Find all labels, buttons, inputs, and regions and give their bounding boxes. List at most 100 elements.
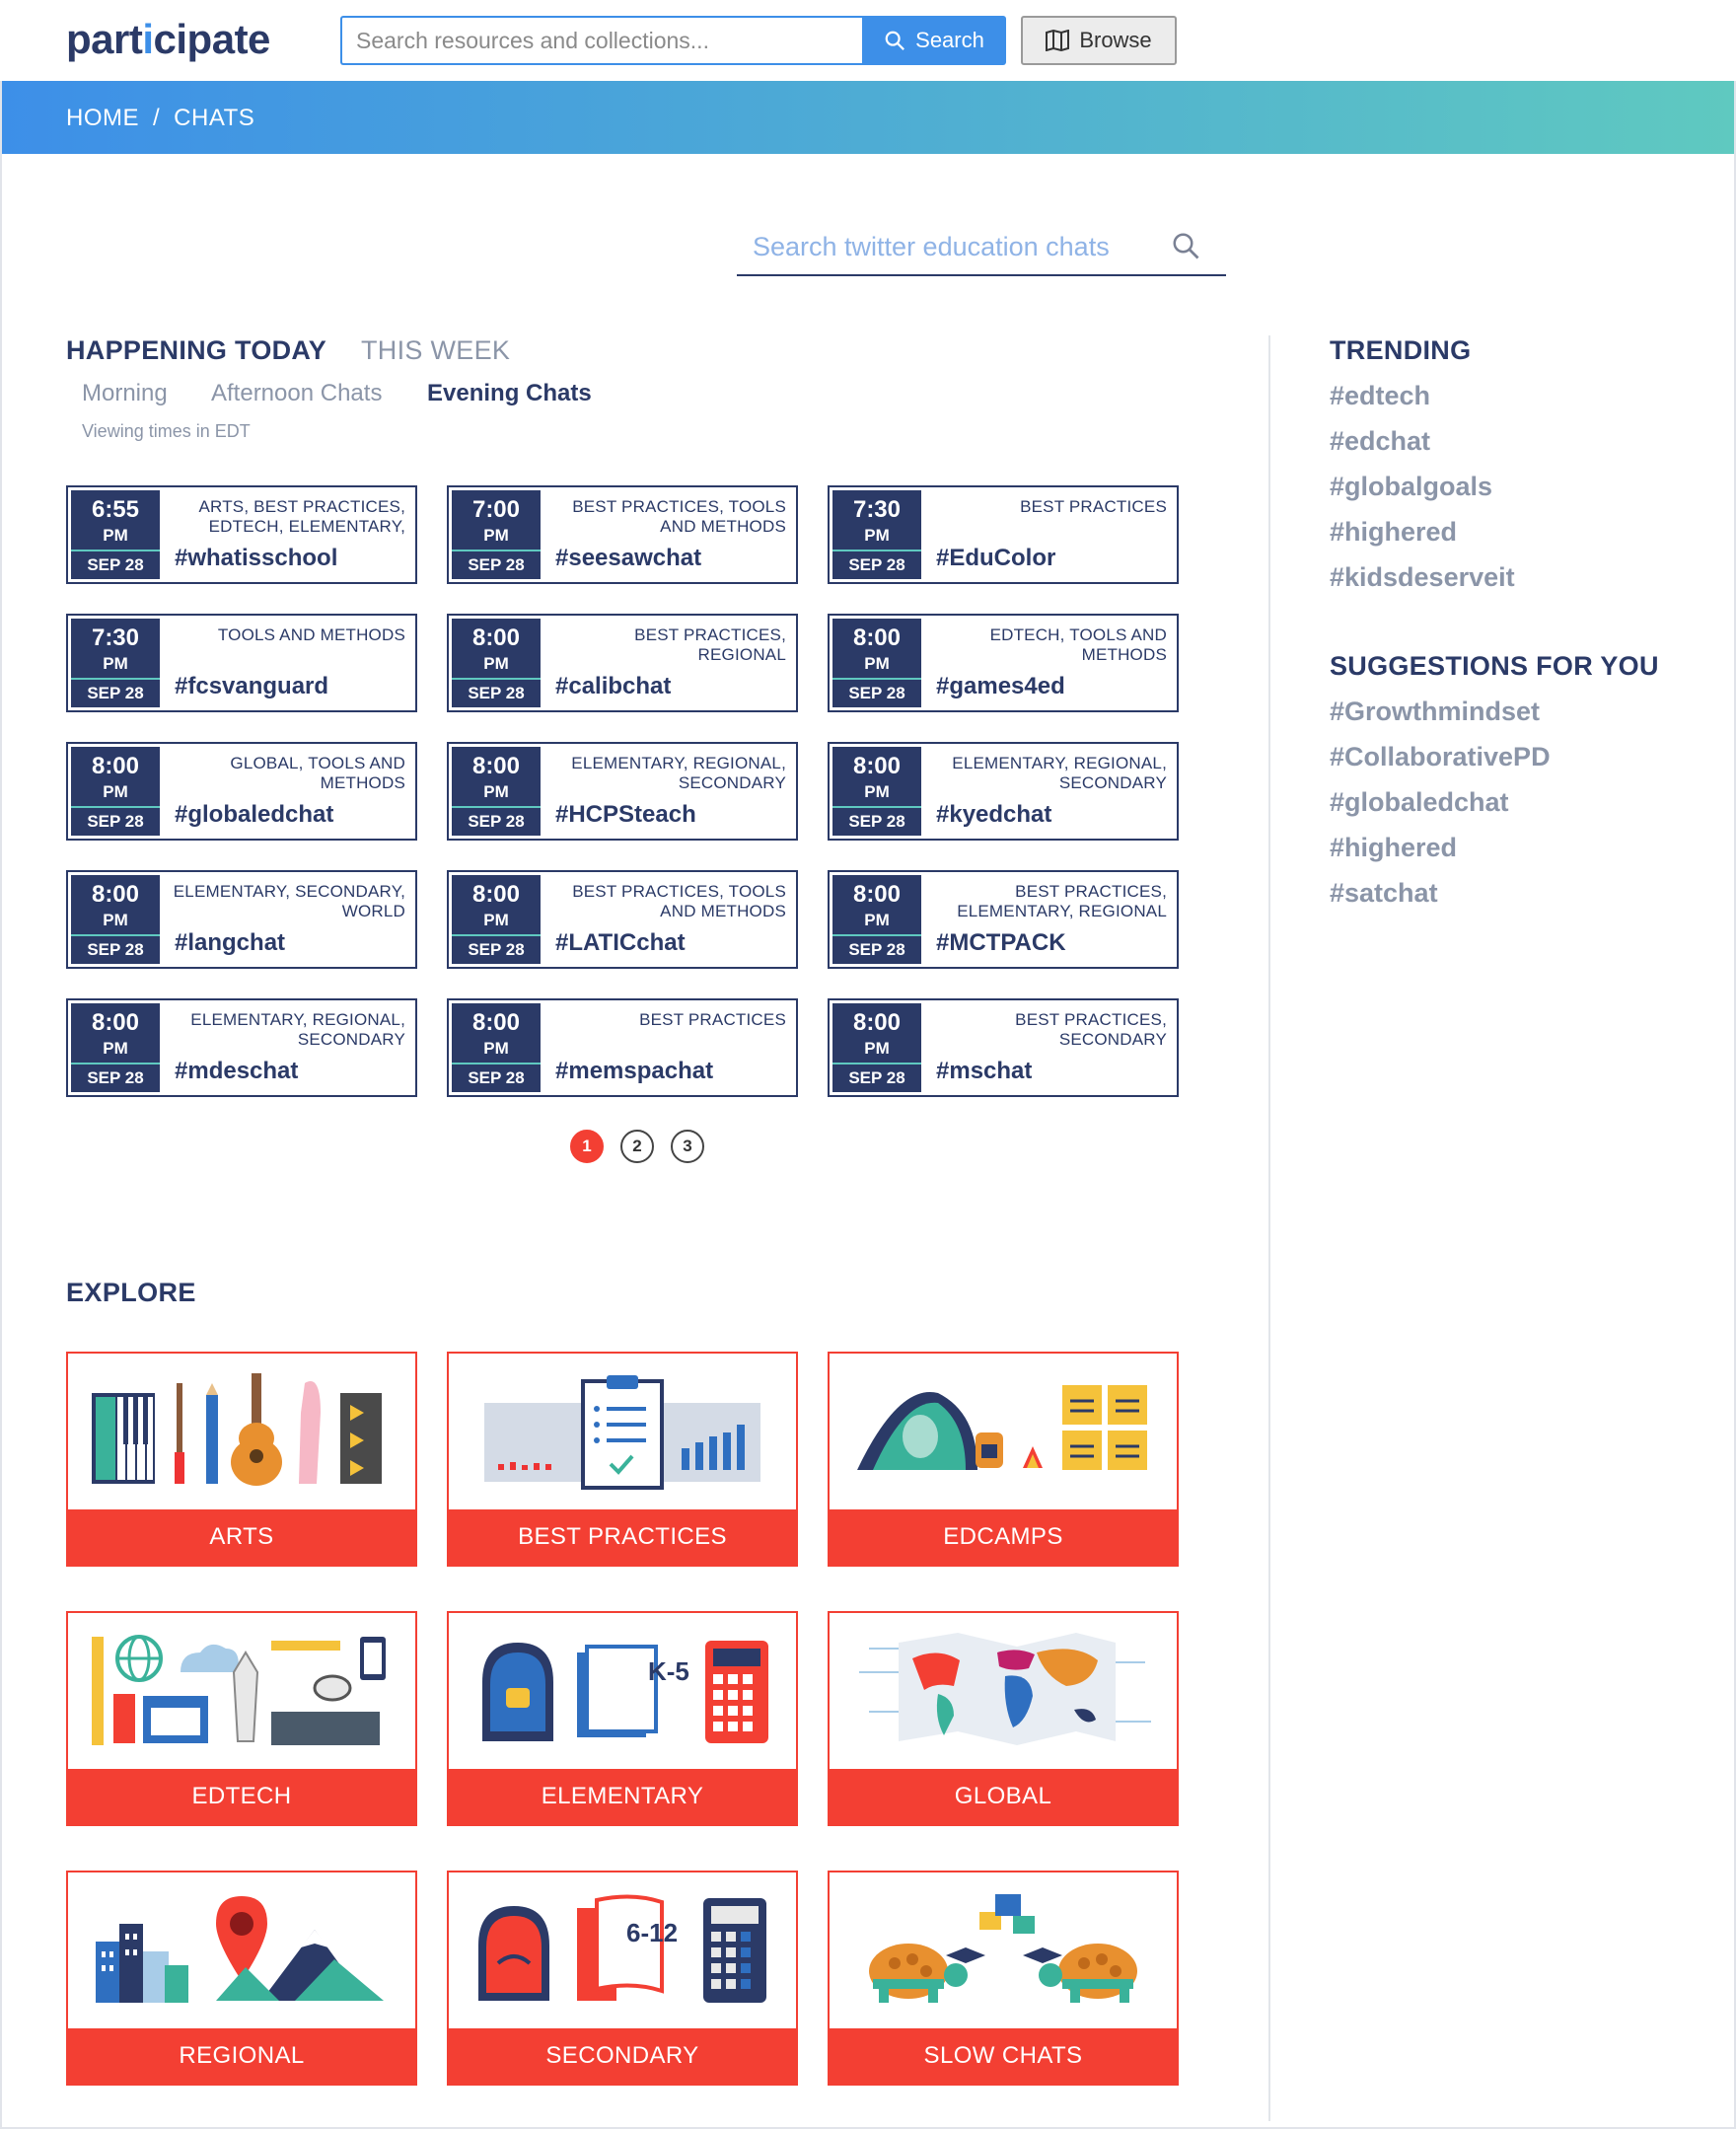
chat-hashtag[interactable]: #mdeschat (175, 1058, 299, 1084)
chat-hashtag[interactable]: #langchat (175, 929, 286, 956)
page-3-button[interactable]: 3 (671, 1130, 704, 1163)
explore-card-arts[interactable]: ARTS (66, 1352, 417, 1567)
chat-time: 8:00 (852, 624, 902, 651)
trending-hashtag[interactable]: #kidsdeserveit (1330, 562, 1515, 592)
chat-time-divider (71, 934, 160, 936)
explore-card-global[interactable]: GLOBAL (828, 1611, 1179, 1826)
trending-title: TRENDING (1330, 335, 1472, 365)
chat-categories: ELEMENTARY, REGIONAL, SECONDARY (190, 1010, 405, 1049)
trending-hashtag[interactable]: #edtech (1330, 381, 1431, 410)
suggested-hashtag[interactable]: #satchat (1330, 878, 1438, 908)
chat-hashtag[interactable]: #memspachat (555, 1058, 714, 1084)
explore-card-label: GLOBAL (830, 1769, 1177, 1824)
chat-categories: BEST PRACTICES (1020, 497, 1167, 516)
chat-hashtag[interactable]: #LATICchat (555, 929, 686, 956)
chat-hashtag[interactable]: #HCPSteach (555, 801, 696, 828)
chat-time: 7:30 (91, 624, 140, 651)
trending-hashtag[interactable]: #highered (1330, 517, 1458, 547)
trending-hashtag[interactable]: #globalgoals (1330, 472, 1493, 501)
chat-ampm: PM (103, 782, 128, 801)
edcamps-illustration (857, 1385, 1147, 1470)
logo[interactable]: participate (66, 16, 270, 62)
chat-time-divider (71, 550, 160, 551)
chat-hashtag[interactable]: #seesawchat (555, 545, 702, 571)
chat-categories: ELEMENTARY, SECONDARY, WORLD (173, 882, 405, 920)
breadcrumb-band: HOME/CHATS (2, 81, 1734, 154)
chat-hashtag[interactable]: #mschat (936, 1058, 1033, 1084)
breadcrumb-home[interactable]: HOME (66, 105, 139, 131)
subtab-evening[interactable]: Evening Chats (427, 380, 592, 406)
resource-search-input[interactable] (342, 18, 863, 63)
trending-hashtag[interactable]: #edchat (1330, 426, 1431, 456)
explore-card-edtech[interactable]: EDTECH (66, 1611, 417, 1826)
chat-ampm: PM (483, 782, 509, 801)
secondary-illustration: 6-12 (478, 1894, 766, 2003)
explore-card-best-practices[interactable]: BEST PRACTICES (447, 1352, 798, 1567)
chat-hashtag[interactable]: #calibchat (555, 673, 672, 699)
explore-card-elementary[interactable]: K-5 ELEMENTARY (447, 1611, 798, 1826)
chat-hashtag[interactable]: #games4ed (936, 673, 1065, 699)
search-button[interactable]: Search (862, 16, 1006, 65)
suggested-hashtag[interactable]: #CollaborativePD (1330, 742, 1551, 771)
subtab-afternoon[interactable]: Afternoon Chats (211, 380, 383, 406)
explore-card-slow-chats[interactable]: SLOW CHATS (828, 1871, 1179, 2086)
search-icon[interactable] (1171, 231, 1200, 260)
chat-time: 8:00 (471, 1009, 521, 1036)
explore-card-edcamps[interactable]: EDCAMPS (828, 1352, 1179, 1567)
tab-happening-today[interactable]: HAPPENING TODAY (66, 335, 327, 365)
chat-date: SEP 28 (468, 555, 525, 574)
breadcrumb-current: CHATS (174, 105, 255, 131)
chat-date: SEP 28 (87, 812, 144, 831)
chat-time: 8:00 (471, 753, 521, 779)
page-1-button[interactable]: 1 (570, 1130, 604, 1163)
chat-ampm: PM (103, 526, 128, 545)
chat-time-divider (71, 1063, 160, 1064)
subtab-morning[interactable]: Morning (82, 380, 168, 406)
chat-date: SEP 28 (468, 812, 525, 831)
tab-this-week[interactable]: THIS WEEK (361, 335, 511, 365)
explore-card-secondary[interactable]: 6-12 SECONDARY (447, 1871, 798, 2086)
chat-search-input[interactable] (737, 219, 1161, 274)
chat-time: 8:00 (91, 881, 140, 908)
chat-hashtag[interactable]: #globaledchat (175, 801, 334, 828)
chat-hashtag[interactable]: #fcsvanguard (175, 673, 329, 699)
chat-time-divider (452, 934, 541, 936)
explore-card-label: EDTECH (68, 1769, 415, 1824)
chat-categories: BEST PRACTICES, ELEMENTARY, REGIONAL (957, 882, 1167, 920)
chat-hashtag[interactable]: #whatisschool (175, 545, 338, 571)
chat-hashtag[interactable]: #kyedchat (936, 801, 1052, 828)
chat-hashtag[interactable]: #MCTPACK (936, 929, 1066, 956)
timezone-note: Viewing times in EDT (82, 421, 251, 441)
page-2-button[interactable]: 2 (620, 1130, 654, 1163)
chat-hashtag[interactable]: #EduColor (936, 545, 1056, 571)
chat-date: SEP 28 (848, 555, 905, 574)
suggested-hashtag[interactable]: #globaledchat (1330, 787, 1509, 817)
top-bar: participate Search Browse (0, 0, 1736, 81)
suggested-hashtag[interactable]: #Growthmindset (1330, 697, 1541, 726)
explore-title: EXPLORE (66, 1278, 196, 1307)
suggested-hashtag[interactable]: #highered (1330, 833, 1458, 862)
explore-card-regional[interactable]: REGIONAL (66, 1871, 417, 2086)
chat-time-divider (71, 806, 160, 808)
chat-time-divider (832, 550, 921, 551)
browse-button[interactable]: Browse (1021, 16, 1177, 65)
logo-accent-letter: i (142, 16, 154, 62)
